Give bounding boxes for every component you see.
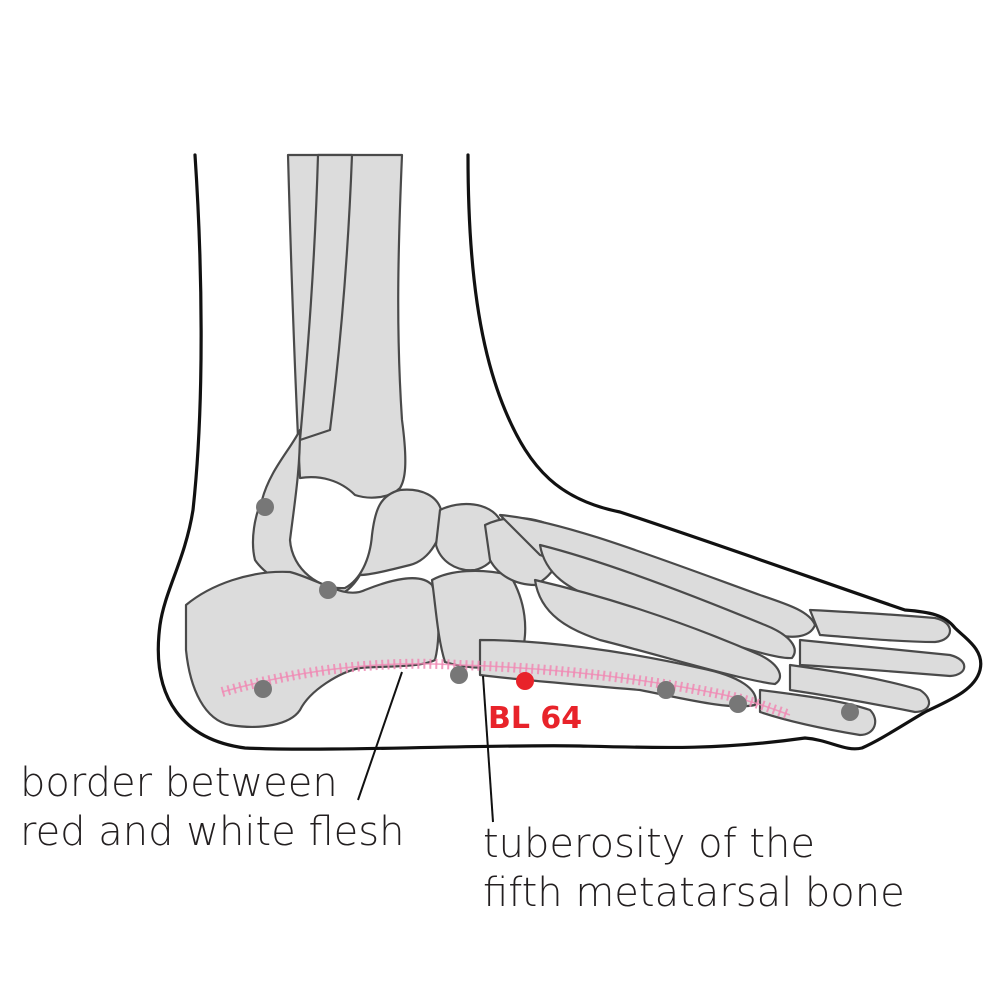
border-leader-line (357, 671, 403, 801)
metatarsal-3 (533, 578, 782, 686)
marker-ankle-lateral (256, 498, 274, 516)
border-label-line1: border between (20, 760, 338, 806)
marker-toe-joint (729, 695, 747, 713)
fibula-bone (298, 153, 354, 442)
border-label-line2: red and white flesh (20, 809, 404, 855)
marker-cuboid (450, 666, 468, 684)
toe-3 (788, 663, 931, 714)
toe-2 (798, 638, 966, 678)
foot-outline (156, 153, 983, 751)
bl64-point-marker (516, 672, 534, 690)
marker-metatarsal-head (657, 681, 675, 699)
tuberosity-label-line2: fifth metatarsal bone (483, 870, 905, 916)
marker-ankle-below (319, 581, 337, 599)
tuberosity-leader-line (482, 675, 494, 823)
calcaneus-bone (184, 570, 440, 728)
marker-heel (254, 680, 272, 698)
tuberosity-label-line1: tuberosity of the (483, 821, 815, 867)
marker-little-toe (841, 703, 859, 721)
toe-1 (808, 608, 952, 644)
toe-5 (758, 688, 877, 737)
bl64-point-label: BL 64 (488, 701, 582, 736)
